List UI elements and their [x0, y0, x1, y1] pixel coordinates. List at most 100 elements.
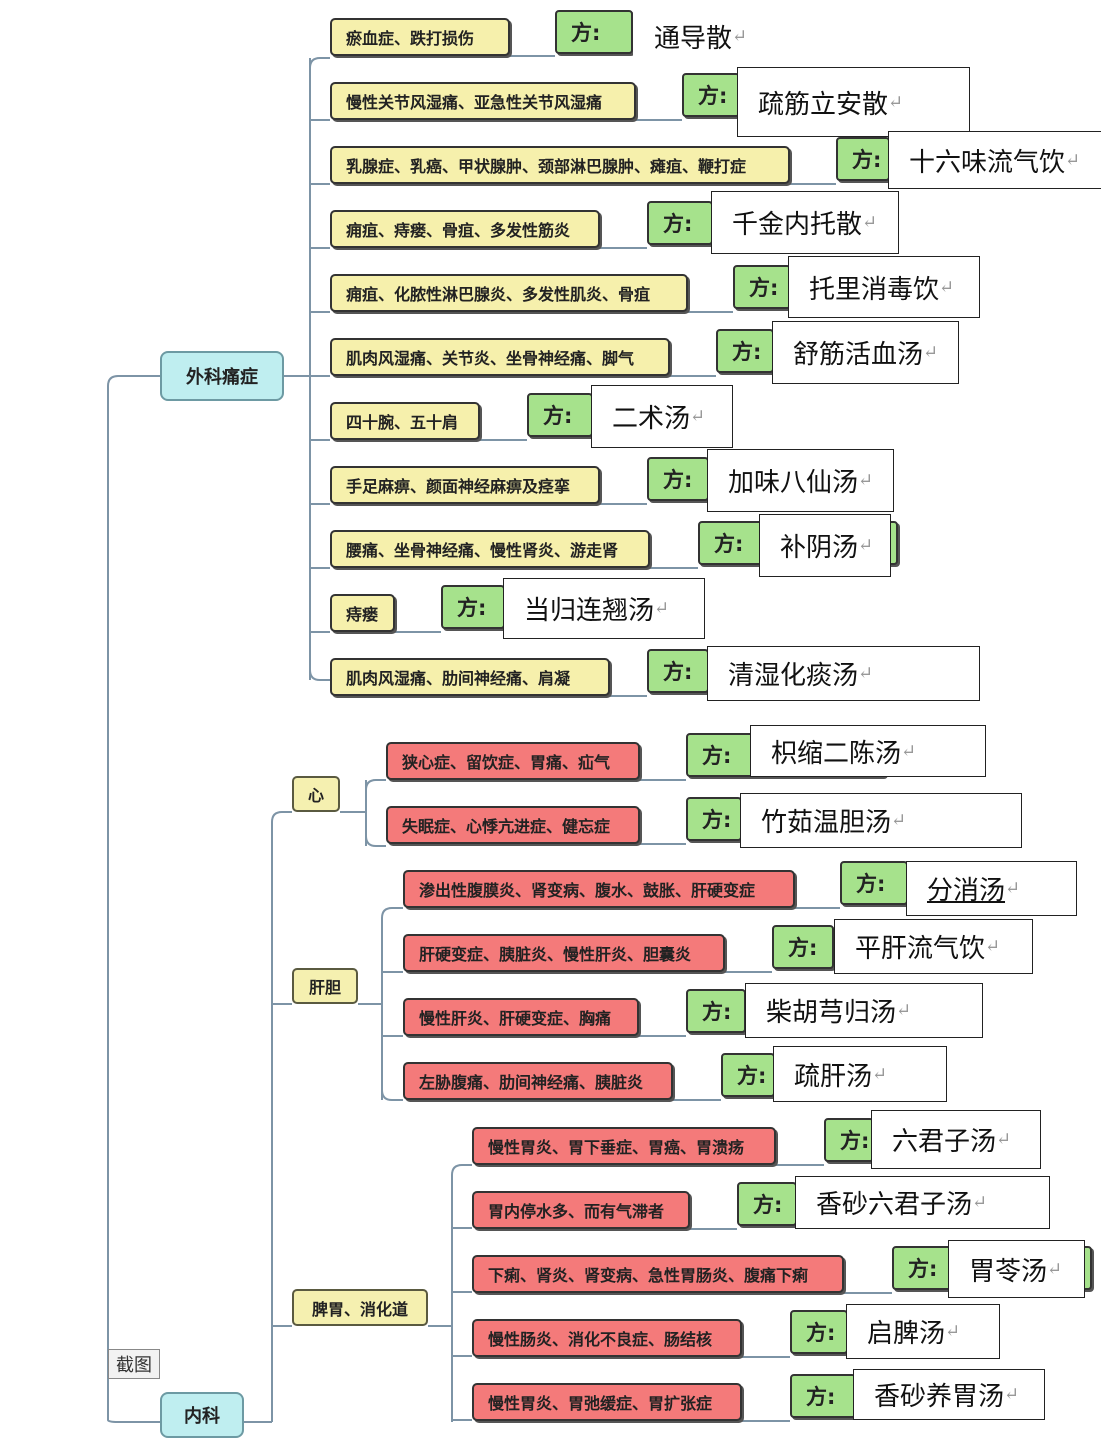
condition-box[interactable]: 乳腺症、乳癌、甲状腺肿、颈部淋巴腺肿、瘫疽、鞭打症 [330, 146, 790, 184]
condition-box[interactable]: 左胁腹痛、肋间神经痛、胰脏炎 [403, 1062, 673, 1100]
condition-box[interactable]: 慢性胃炎、胃下垂症、胃癌、胃溃疡 [472, 1127, 776, 1165]
prescription-name: 香砂六君子汤 [816, 1190, 973, 1220]
condition-box[interactable]: 慢性胃炎、胃弛缓症、胃扩张症 [472, 1383, 742, 1421]
return-mark-icon: ↵ [732, 25, 748, 47]
fang-label[interactable]: 方: [686, 797, 742, 841]
fang-label[interactable]: 方: [682, 73, 740, 117]
fang-label[interactable]: 方: [790, 1310, 848, 1354]
prescription-name: 通导散 [654, 23, 733, 54]
prescription-name: 当归连翘汤 [524, 596, 655, 626]
subcategory-stomach[interactable]: 脾胃、消化道 [292, 1289, 428, 1326]
fang-label[interactable]: 方: [686, 989, 746, 1033]
return-mark-icon: ↵ [872, 1063, 888, 1085]
prescription-box[interactable]: 舒筋活血汤↵ [772, 321, 959, 384]
prescription-box[interactable]: 加味八仙汤↵ [707, 449, 894, 512]
prescription-box[interactable]: 当归连翘汤↵ [503, 578, 705, 639]
prescription-name: 二术汤 [612, 404, 691, 434]
fang-label[interactable]: 方: [824, 1118, 874, 1162]
prescription-box[interactable]: 疏筋立安散↵ [737, 67, 970, 137]
prescription-box[interactable]: 香砂六君子汤↵ [795, 1176, 1050, 1229]
condition-box[interactable]: 慢性关节风湿痛、亚急性关节风湿痛 [330, 82, 636, 120]
prescription-name: 托里消毒饮 [809, 274, 940, 305]
fang-label[interactable]: 方: [441, 585, 505, 629]
fang-label[interactable]: 方: [647, 649, 709, 693]
fang-label[interactable]: 方: [733, 265, 791, 309]
screenshot-label[interactable]: 截图 [108, 1349, 160, 1379]
fang-label[interactable]: 方: [555, 10, 633, 54]
return-mark-icon: ↵ [1004, 1384, 1020, 1405]
condition-box[interactable]: 狭心症、留饮症、胃痛、疝气 [386, 742, 640, 780]
prescription-name: 启脾汤 [867, 1319, 946, 1349]
condition-box[interactable]: 手足麻痹、颜面神经麻痹及痉挛 [330, 466, 600, 504]
condition-box[interactable]: 肝硬变症、胰脏炎、慢性肝炎、胆囊炎 [403, 934, 725, 972]
return-mark-icon: ↵ [858, 663, 874, 684]
condition-box[interactable]: 慢性肠炎、消化不良症、肠结核 [472, 1319, 742, 1357]
return-mark-icon: ↵ [923, 342, 939, 363]
condition-box[interactable]: 痔瘘 [330, 594, 395, 632]
prescription-box[interactable]: 补阴汤↵ [759, 514, 891, 577]
return-mark-icon: ↵ [985, 936, 1001, 957]
fang-label[interactable]: 方: [836, 137, 890, 181]
prescription-name: 竹茹温胆汤 [761, 808, 892, 838]
condition-box[interactable]: 痈疽、化脓性淋巴腺炎、多发性肌炎、骨疽 [330, 274, 688, 312]
fang-label[interactable]: 方: [772, 925, 834, 969]
condition-box[interactable]: 肌肉风湿痛、关节炎、坐骨神经痛、脚气 [330, 338, 670, 376]
condition-box[interactable]: 肌肉风湿痛、肋间神经痛、肩凝 [330, 658, 610, 696]
fang-label[interactable]: 方: [716, 329, 774, 373]
fang-label[interactable]: 方: [790, 1374, 856, 1418]
fang-label[interactable]: 方: [721, 1053, 775, 1097]
fang-label[interactable]: 方: [737, 1182, 797, 1226]
category-surgery[interactable]: 外科痛症 [160, 351, 284, 401]
prescription-name: 胃苓汤 [969, 1256, 1048, 1287]
prescription-name: 补阴汤 [780, 533, 859, 563]
return-mark-icon: ↵ [690, 406, 706, 427]
prescription-box[interactable]: 千金内托散↵ [711, 191, 899, 254]
prescription-box[interactable]: 分消汤↵ [906, 861, 1077, 916]
condition-box[interactable]: 渗出性腹膜炎、肾变病、腹水、鼓胀、肝硬变症 [403, 870, 795, 908]
prescription-box[interactable]: 通导散↵ [633, 8, 753, 64]
condition-box[interactable]: 胃内停水多、而有气滞者 [472, 1191, 690, 1229]
return-mark-icon: ↵ [654, 598, 670, 619]
condition-box[interactable]: 慢性肝炎、肝硬变症、胸痛 [403, 998, 639, 1036]
prescription-box[interactable]: 香砂养胃汤↵ [853, 1369, 1045, 1420]
return-mark-icon: ↵ [901, 740, 917, 762]
prescription-box[interactable]: 柴胡芎归汤↵ [745, 983, 983, 1038]
condition-box[interactable]: 瘀血症、跌打损伤 [330, 18, 510, 56]
return-mark-icon: ↵ [1065, 149, 1081, 171]
fang-label[interactable]: 方: [647, 201, 713, 245]
prescription-box[interactable]: 平肝流气饮↵ [834, 919, 1033, 974]
prescription-box[interactable]: 托里消毒饮↵ [788, 256, 980, 318]
prescription-box[interactable]: 清湿化痰汤↵ [707, 646, 980, 701]
prescription-name: 枳缩二陈汤 [771, 738, 902, 769]
prescription-name: 十六味流气饮 [909, 147, 1066, 178]
prescription-box[interactable]: 二术汤↵ [591, 385, 733, 448]
condition-box[interactable]: 四十腕、五十肩 [330, 402, 480, 440]
subcategory-heart[interactable]: 心 [292, 776, 340, 812]
prescription-name: 香砂养胃汤 [874, 1382, 1005, 1412]
prescription-name: 六君子汤 [892, 1127, 997, 1157]
category-internal[interactable]: 内科 [160, 1392, 244, 1438]
return-mark-icon: ↵ [972, 1192, 988, 1213]
prescription-box[interactable]: 启脾汤↵ [846, 1304, 1000, 1359]
fang-label[interactable]: 方: [527, 393, 593, 437]
prescription-box[interactable]: 疏肝汤↵ [773, 1046, 947, 1102]
prescription-box[interactable]: 六君子汤↵ [871, 1110, 1041, 1169]
return-mark-icon: ↵ [1047, 1258, 1063, 1280]
return-mark-icon: ↵ [858, 470, 874, 491]
fang-label[interactable]: 方: [647, 457, 709, 501]
condition-box[interactable]: 痈疽、痔瘘、骨疽、多发性筋炎 [330, 210, 600, 248]
prescription-box[interactable]: 十六味流气饮↵ [888, 131, 1101, 189]
fang-label[interactable]: 方: [840, 861, 908, 905]
subcategory-liver[interactable]: 肝胆 [292, 968, 358, 1004]
return-mark-icon: ↵ [996, 1129, 1012, 1150]
prescription-name: 柴胡芎归汤 [766, 998, 897, 1028]
prescription-box[interactable]: 枳缩二陈汤↵ [750, 725, 986, 777]
prescription-name: 分消汤 [927, 876, 1006, 906]
prescription-box[interactable]: 胃苓汤↵ [948, 1240, 1085, 1298]
condition-box[interactable]: 下痢、肾炎、肾变病、急性胃肠炎、腹痛下痢 [472, 1255, 844, 1293]
prescription-box[interactable]: 竹茹温胆汤↵ [740, 793, 1022, 848]
condition-box[interactable]: 失眠症、心悸亢进症、健忘症 [386, 806, 640, 844]
condition-box[interactable]: 腰痛、坐骨神经痛、慢性肾炎、游走肾 [330, 530, 650, 568]
prescription-name: 平肝流气饮 [855, 934, 986, 964]
